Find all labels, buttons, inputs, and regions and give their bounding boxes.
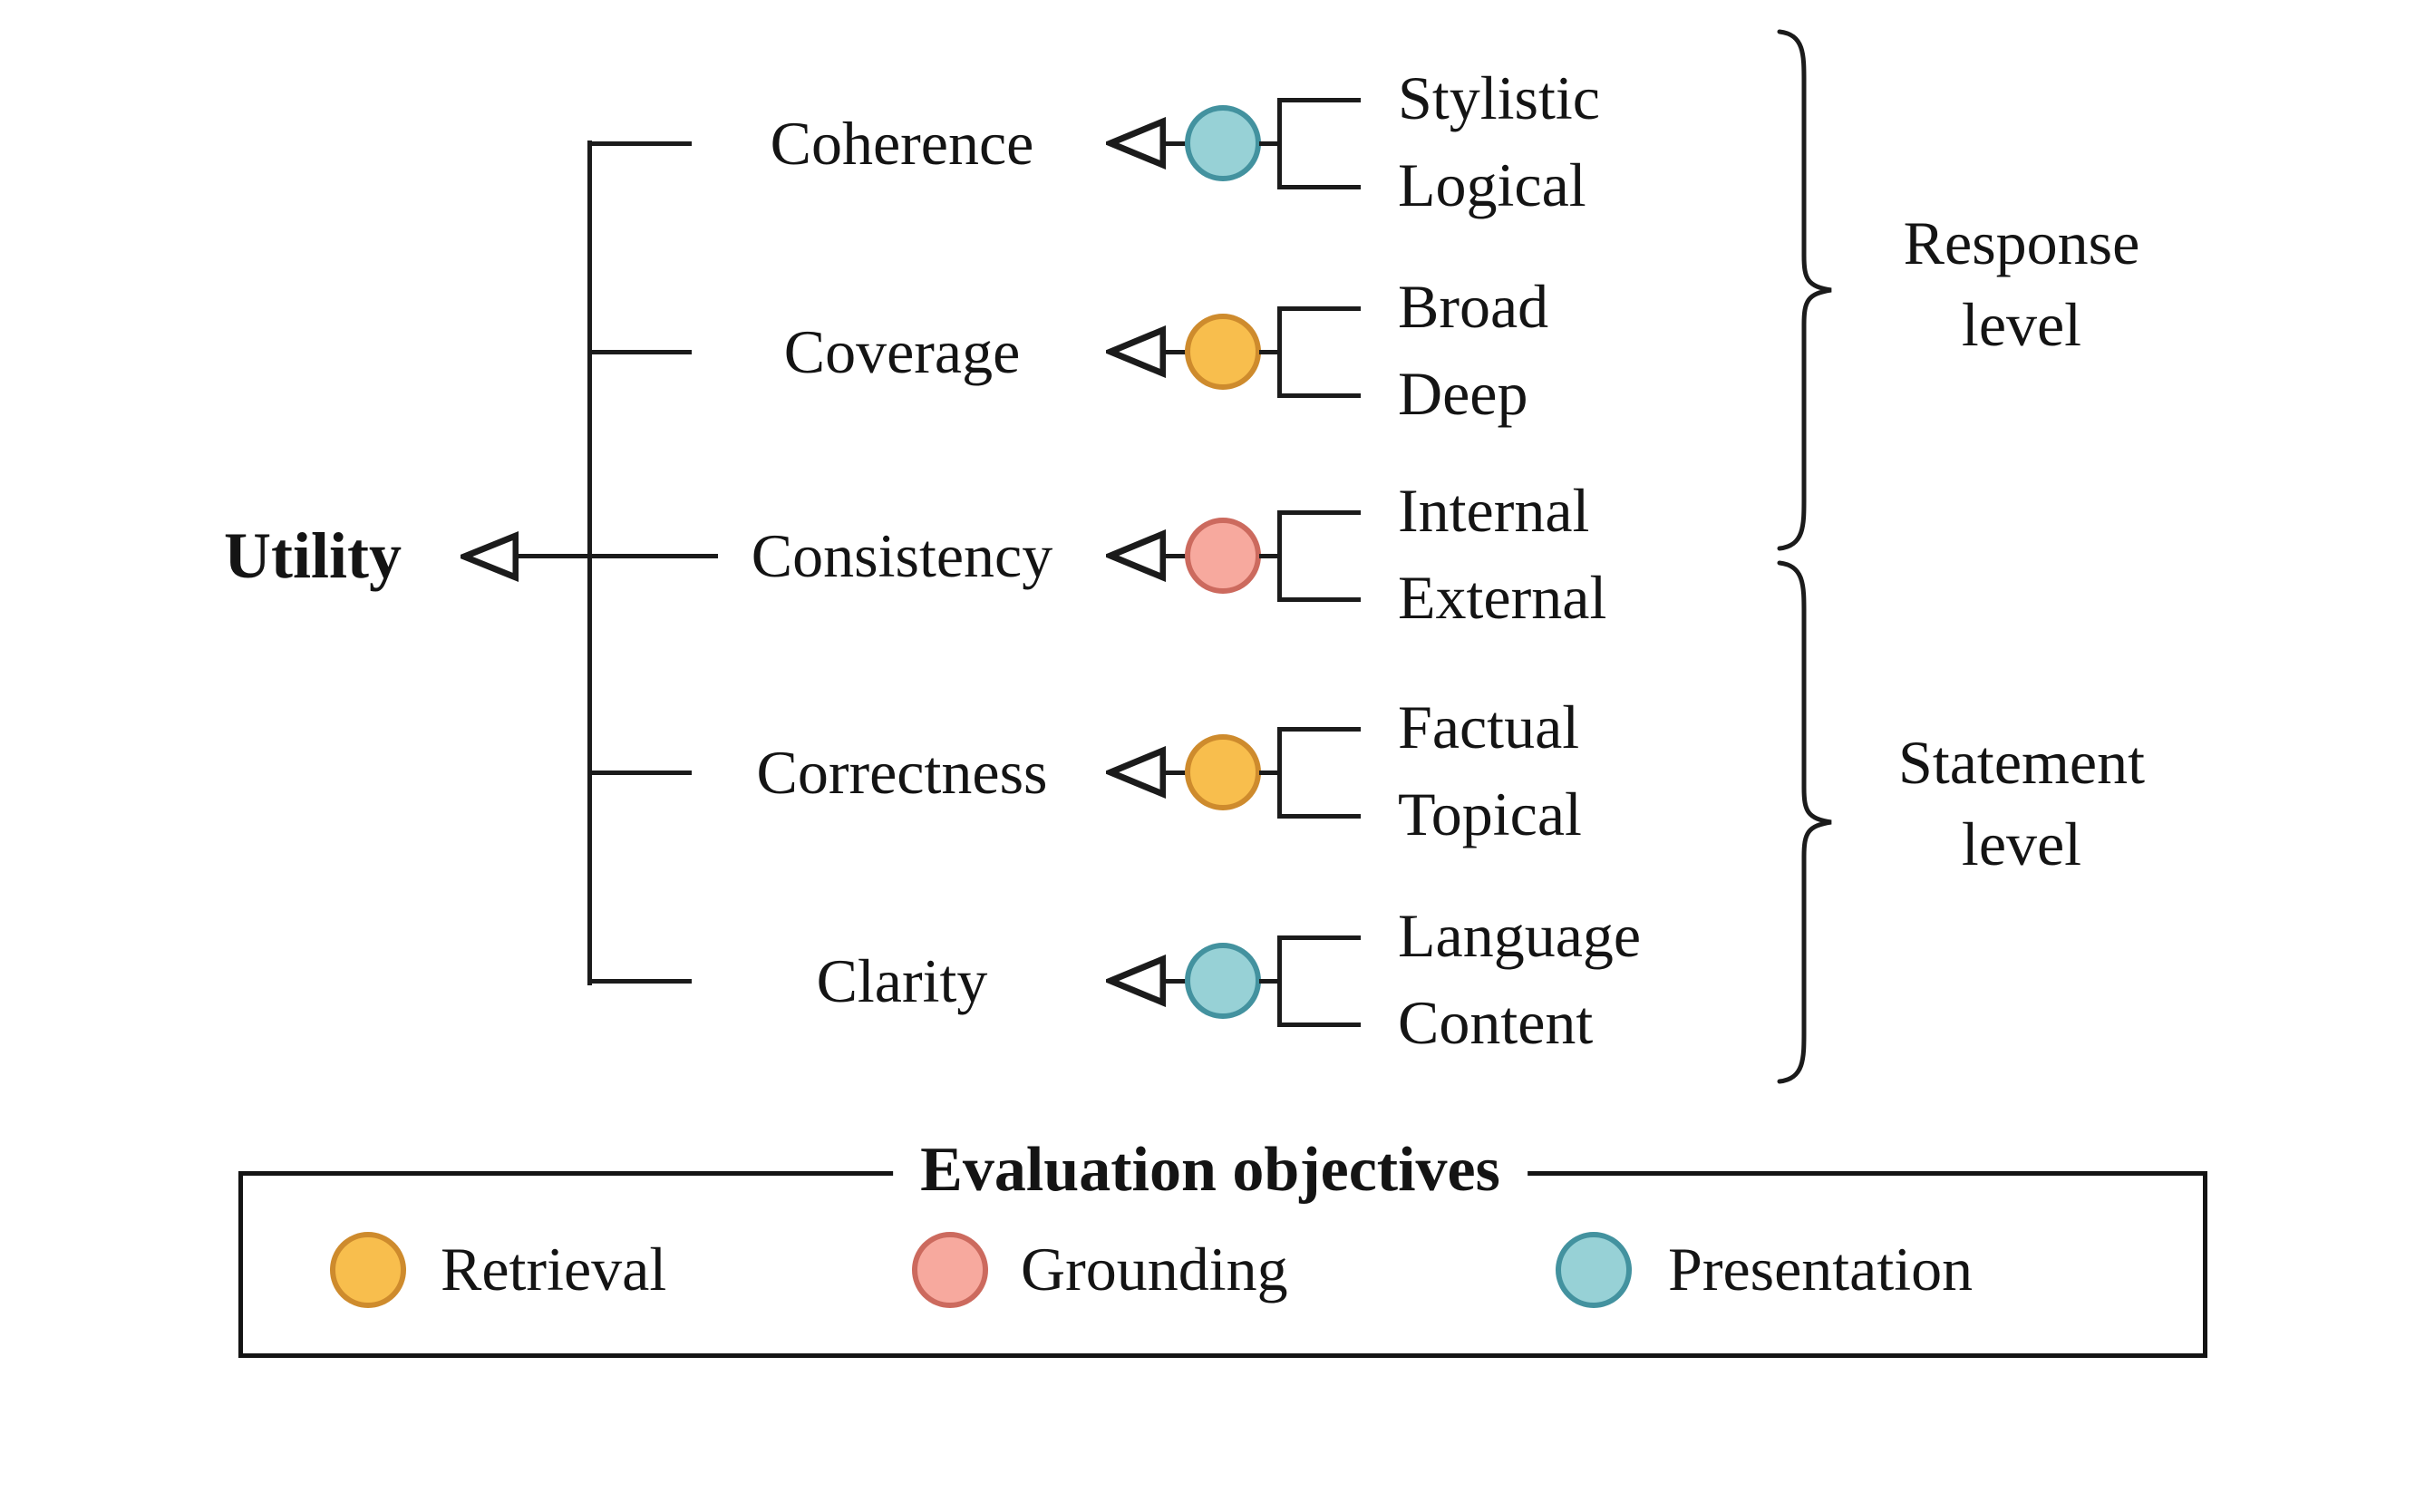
sub-aspect-label: Deep <box>1398 359 1528 428</box>
hollow-arrow-icon <box>1106 325 1166 378</box>
objective-dot <box>1185 943 1261 1019</box>
objective-dot <box>1185 105 1261 181</box>
branch-line <box>587 141 692 146</box>
fork-line <box>1277 935 1282 1027</box>
hollow-arrow-icon <box>1106 746 1166 799</box>
legend-label-presentation: Presentation <box>1668 1235 1974 1304</box>
hollow-arrow-icon <box>1106 955 1166 1007</box>
objective-dot <box>1185 314 1261 390</box>
connector-line <box>1164 771 1189 775</box>
fork-arm-bottom <box>1277 1023 1361 1027</box>
connector-line <box>1259 350 1281 354</box>
legend-dot-retrieval <box>330 1232 406 1308</box>
fork-arm-top <box>1277 98 1361 102</box>
aspect-label: Clarity <box>816 946 988 1015</box>
sub-aspect-label: Language <box>1398 901 1642 970</box>
connector-line <box>1259 771 1281 775</box>
aspect-label: Consistency <box>751 521 1053 590</box>
fork-line <box>1277 98 1282 189</box>
legend-dot-grounding <box>912 1232 988 1308</box>
row-consistency: Consistency Internal External <box>0 447 2415 664</box>
sub-aspect-label: Factual <box>1398 693 1580 761</box>
hollow-arrow-icon <box>1106 117 1166 170</box>
hollow-arrow-icon <box>1106 529 1166 582</box>
connector-line <box>1164 979 1189 984</box>
aspect-label: Coherence <box>770 109 1034 178</box>
group-label-line: level <box>1961 809 2082 878</box>
curly-brace-response <box>1777 29 1832 551</box>
hollow-arrow-icon <box>461 531 519 582</box>
connector-line <box>1259 141 1281 146</box>
row-clarity: Clarity Language Content <box>0 872 2415 1090</box>
curly-brace-statement <box>1777 560 1832 1084</box>
fork-arm-top <box>1277 510 1361 515</box>
fork-arm-bottom <box>1277 393 1361 398</box>
legend-box: Evaluation objectives Retrieval Groundin… <box>238 1125 2207 1358</box>
sub-aspect-label: Topical <box>1398 780 1582 848</box>
root-label: Utility <box>224 519 402 592</box>
branch-line <box>587 771 692 775</box>
fork-line <box>1277 510 1282 602</box>
sub-aspect-label: Logical <box>1398 150 1586 219</box>
legend-label-retrieval: Retrieval <box>441 1235 667 1304</box>
fork-arm-bottom <box>1277 814 1361 819</box>
root-connector-line <box>517 554 718 558</box>
objective-dot <box>1185 734 1261 810</box>
branch-line <box>587 350 692 354</box>
fork-arm-top <box>1277 935 1361 940</box>
group-label-line: Response <box>1903 208 2140 277</box>
sub-aspect-label: External <box>1398 563 1607 632</box>
group-label-statement: Statement level <box>1840 722 2203 885</box>
fork-line <box>1277 727 1282 819</box>
connector-line <box>1164 141 1189 146</box>
group-label-line: Statement <box>1898 728 2145 797</box>
row-coherence: Coherence Stylistic Logical <box>0 34 2415 252</box>
connector-line <box>1259 979 1281 984</box>
row-correctness: Correctness Factual Topical <box>0 664 2415 881</box>
connector-line <box>1164 554 1189 558</box>
fork-arm-bottom <box>1277 185 1361 189</box>
connector-line <box>1259 554 1281 558</box>
legend-title: Evaluation objectives <box>893 1125 1528 1216</box>
row-coverage: Coverage Broad Deep <box>0 243 2415 460</box>
trunk-line <box>587 141 592 985</box>
aspect-label: Coverage <box>783 317 1021 386</box>
fork-arm-top <box>1277 727 1361 732</box>
branch-line <box>587 979 692 984</box>
fork-line <box>1277 306 1282 398</box>
sub-aspect-label: Stylistic <box>1398 63 1600 132</box>
group-label-line: level <box>1961 290 2082 359</box>
legend-label-grounding: Grounding <box>1021 1235 1288 1304</box>
sub-aspect-label: Content <box>1398 988 1594 1057</box>
group-label-response: Response level <box>1840 202 2203 365</box>
connector-line <box>1164 350 1189 354</box>
fork-arm-top <box>1277 306 1361 311</box>
fork-arm-bottom <box>1277 597 1361 602</box>
sub-aspect-label: Broad <box>1398 272 1549 341</box>
objective-dot <box>1185 518 1261 594</box>
aspect-label: Correctness <box>756 738 1048 807</box>
legend-dot-presentation <box>1556 1232 1632 1308</box>
sub-aspect-label: Internal <box>1398 476 1590 545</box>
